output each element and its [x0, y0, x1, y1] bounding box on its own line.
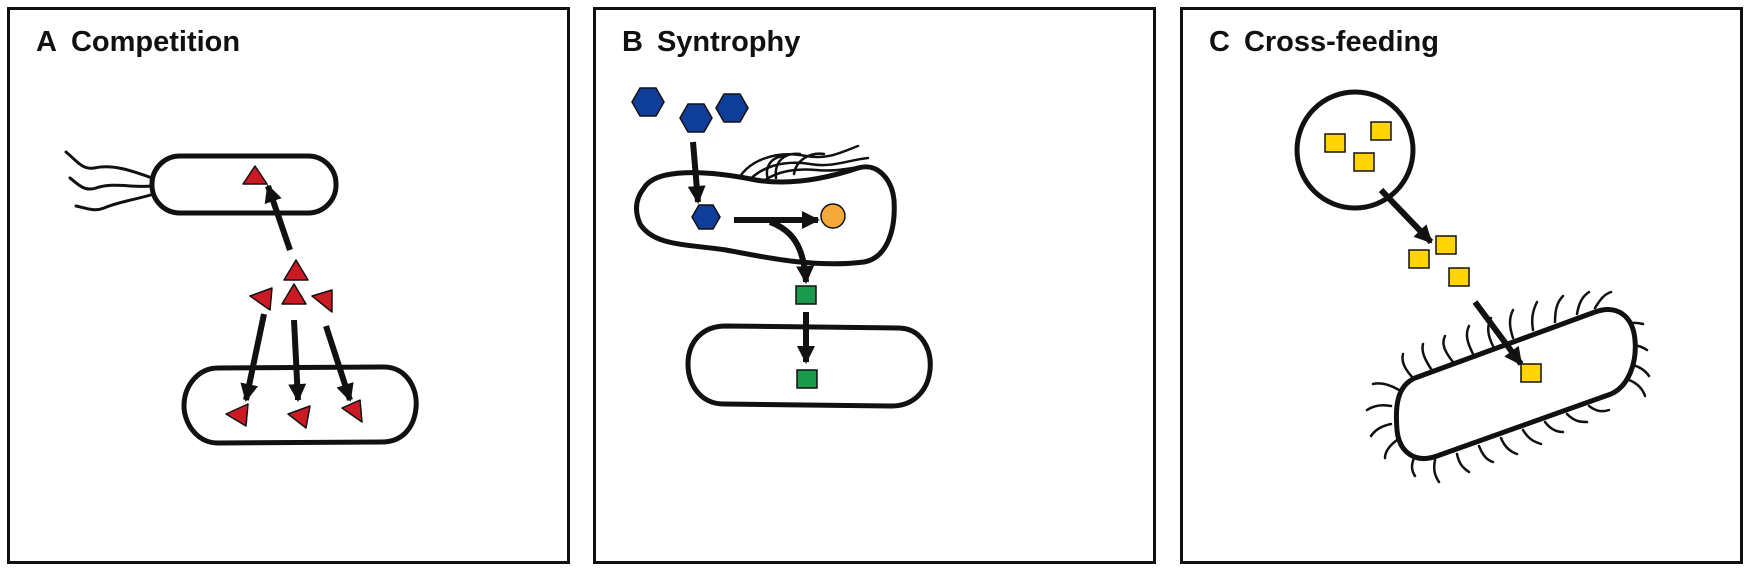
panel-title-text: Competition	[70, 26, 241, 58]
triangle-nutrient	[225, 403, 249, 427]
square-shared	[795, 285, 817, 305]
triangle-nutrient	[242, 165, 268, 185]
panel-title-syntrophy: B Syntrophy	[622, 26, 800, 59]
panel-title-text: Syntrophy	[656, 26, 801, 58]
triangle-nutrient	[283, 259, 309, 281]
nutrient-triangles	[225, 165, 363, 429]
cross-feeding-diagram	[1294, 89, 1651, 484]
panel-letter: A	[36, 26, 57, 58]
panel-title-competition: A Competition	[36, 26, 240, 59]
triangle-nutrient	[287, 405, 311, 429]
triangle-nutrient	[311, 289, 333, 313]
square-nutrient	[1324, 133, 1346, 153]
competition-diagram	[64, 150, 419, 446]
arrow-uptake	[1472, 300, 1524, 366]
panel-letter: C	[1209, 26, 1230, 58]
arrow-release	[1378, 187, 1434, 245]
uptake-arrows	[240, 184, 354, 402]
square-nutrient	[1353, 152, 1375, 172]
hexagon-substrate	[691, 204, 721, 230]
triangle-nutrient	[249, 287, 273, 311]
panel-competition: A Competition	[7, 7, 570, 564]
hexagon-substrate	[631, 87, 665, 117]
syntrophy-diagram	[631, 87, 933, 409]
square-nutrient	[1520, 363, 1542, 383]
circle-product	[820, 203, 846, 229]
panel-title-cross-feeding: C Cross-feeding	[1209, 26, 1439, 59]
hexagon-substrate	[715, 93, 749, 123]
metabolite-arrows	[687, 141, 820, 364]
arrow-down-middle	[288, 319, 307, 402]
bacterium-bottom	[181, 364, 419, 446]
arrow-up	[264, 184, 293, 251]
square-nutrient	[1448, 267, 1470, 287]
panel-letter: B	[622, 26, 643, 58]
nutrient-squares	[1324, 121, 1542, 383]
substrate-hexagons	[631, 87, 749, 230]
cross-feeding-arrows	[1378, 187, 1524, 366]
arrow-release	[768, 219, 815, 284]
consumer-bacterium	[1393, 307, 1638, 461]
square-nutrient	[1435, 235, 1457, 255]
square-nutrient	[1408, 249, 1430, 269]
square-shared	[796, 369, 818, 389]
square-nutrient	[1370, 121, 1392, 141]
arrow-down-right	[323, 325, 354, 402]
bacterium-bottom	[685, 323, 933, 409]
hexagon-substrate	[679, 103, 713, 133]
flagella	[734, 144, 870, 188]
panel-syntrophy: B Syntrophy	[593, 7, 1156, 564]
flagella	[64, 150, 156, 212]
arrow-uptake	[687, 141, 706, 204]
shared-squares	[795, 285, 818, 389]
bacterium-top	[634, 164, 897, 267]
triangle-nutrient	[341, 399, 363, 423]
panel-cross-feeding: C Cross-feeding	[1180, 7, 1743, 564]
arrow-down-left	[240, 313, 267, 402]
triangle-nutrient	[281, 283, 307, 305]
producer-cell	[1294, 89, 1416, 211]
panel-title-text: Cross-feeding	[1243, 26, 1439, 58]
